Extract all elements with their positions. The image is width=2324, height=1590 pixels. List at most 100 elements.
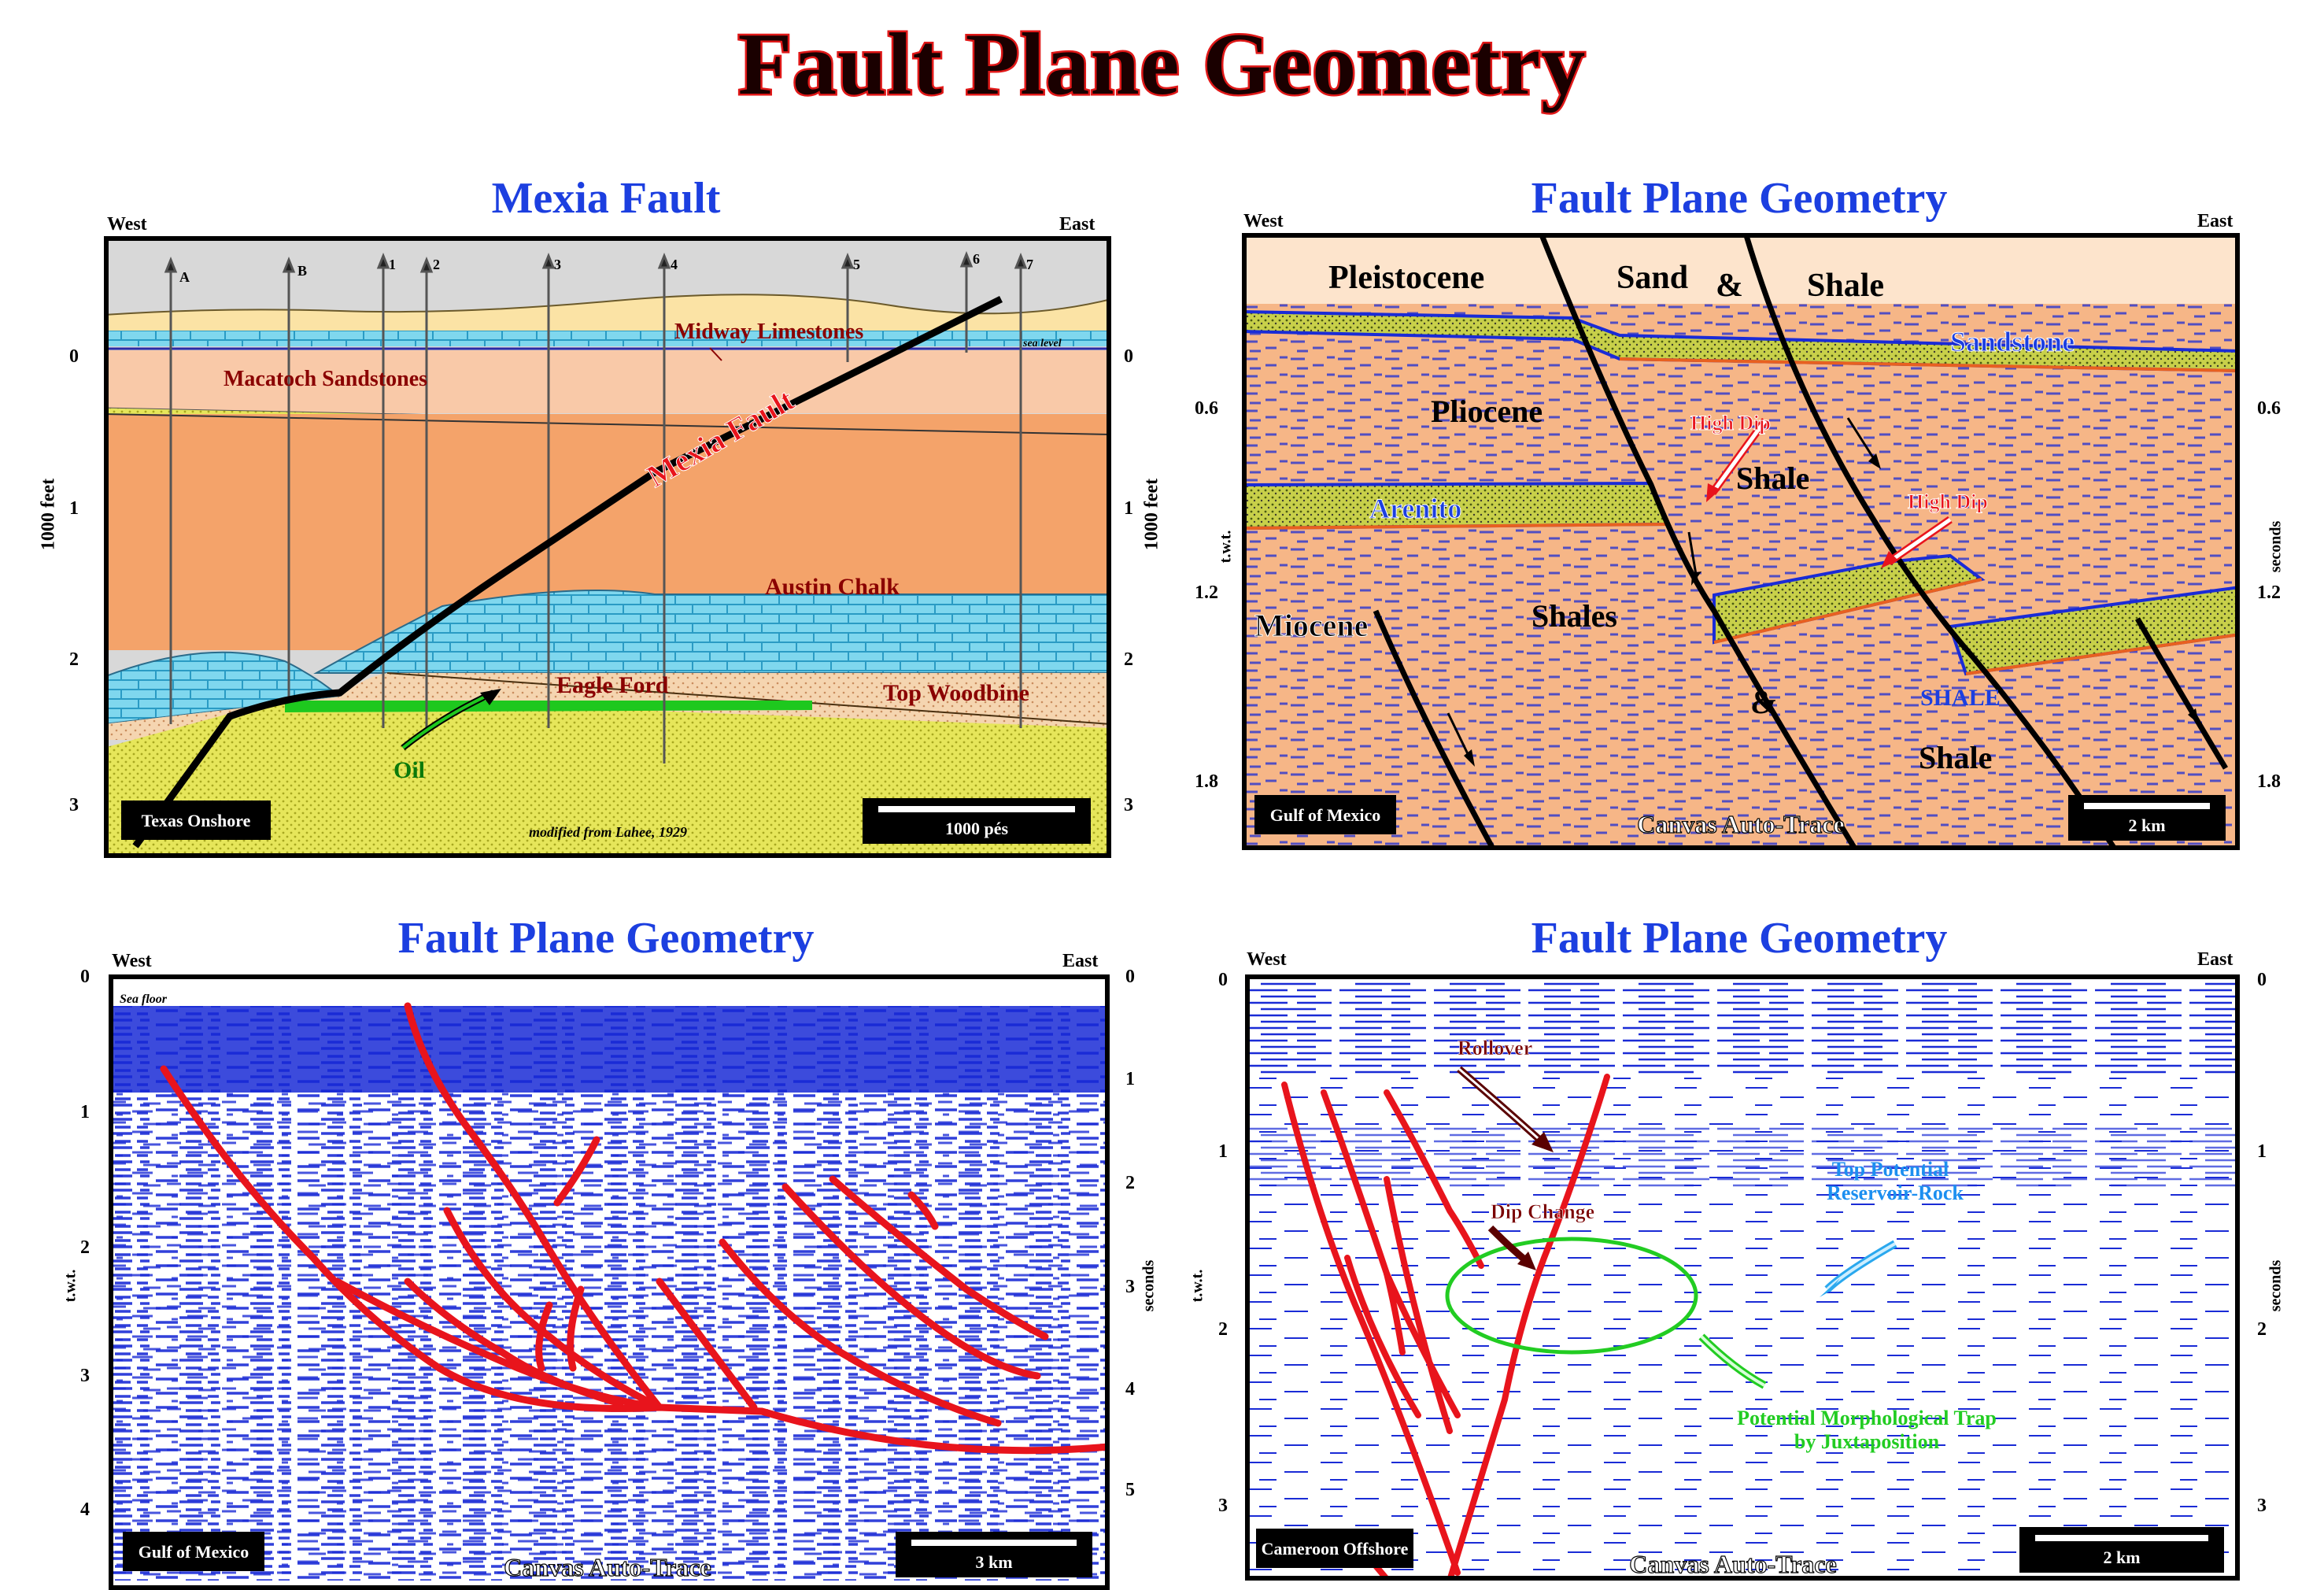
gulf1-label-miocene: Miocene	[1254, 608, 1368, 643]
gulf1-tick-left-0: 0.6	[1195, 398, 1218, 419]
gulf1-tick-right-1: 1.2	[2257, 582, 2281, 603]
cameroon-tick-left-0: 0	[1218, 970, 1228, 990]
mexia-cross-section: A B 1 2 3 4 5 6 7 Midway Limestones sea …	[104, 236, 1111, 858]
gulf2-tick-right-4: 4	[1125, 1379, 1135, 1400]
cameroon-west-label: West	[1247, 949, 1287, 970]
gulf2-tick-right-2: 2	[1125, 1173, 1135, 1193]
cameroon-tick-left-3: 3	[1218, 1496, 1228, 1516]
gulf1-label-pleistocene: Pleistocene	[1328, 260, 1484, 296]
gulf1-label-shales: Shales	[1531, 598, 1617, 634]
mexia-tick-left-2: 2	[69, 649, 79, 670]
mexia-well-6: 6	[973, 251, 980, 267]
mexia-scale: 1000 pés	[945, 819, 1009, 838]
mexia-label-macatoch: Macatoch Sandstones	[224, 367, 427, 391]
gulf1-left-axis-label: t.w.t.	[1217, 530, 1235, 564]
gulf1-label-shale-mid: Shale	[1736, 460, 1809, 496]
gulf1-label-pliocene: Pliocene	[1431, 394, 1543, 429]
gulf2-scale: 3 km	[975, 1552, 1012, 1572]
mexia-tick-right-0: 0	[1124, 346, 1133, 367]
gulf2-left-axis-label: t.w.t.	[61, 1269, 79, 1303]
gulf1-label-sand: Sand	[1616, 260, 1688, 296]
mexia-label-sea-level: sea level	[1022, 338, 1062, 349]
gulf1-credit: Canvas Auto-Trace	[1637, 810, 1844, 838]
cameroon-location: Cameroon Offshore	[1262, 1539, 1409, 1559]
cameroon-panel-title: Fault Plane Geometry	[1531, 914, 1948, 963]
mexia-right-axis-label: 1000 feet	[1141, 478, 1162, 551]
gulf2-location: Gulf of Mexico	[139, 1542, 249, 1562]
gulf2-tick-left-3: 3	[80, 1366, 90, 1386]
gulf1-east-label: East	[2197, 211, 2233, 231]
gulf2-panel-title: Fault Plane Geometry	[397, 914, 815, 963]
mexia-east-label: East	[1059, 214, 1095, 235]
gulf2-credit: Canvas Auto-Trace	[504, 1553, 711, 1581]
cameroon-east-label: East	[2197, 949, 2233, 970]
gulf2-tick-left-2: 2	[80, 1237, 90, 1258]
cameroon-right-axis-label: seconds	[2267, 1259, 2285, 1312]
gulf1-west-label: West	[1243, 211, 1284, 231]
mexia-location: Texas Onshore	[142, 811, 251, 830]
mexia-tick-right-1: 1	[1124, 498, 1133, 519]
gulf2-west-label: West	[112, 951, 152, 971]
mexia-well-4: 4	[671, 257, 678, 272]
gulf2-east-label: East	[1062, 951, 1099, 971]
gulf2-tick-left-1: 1	[80, 1102, 90, 1122]
mexia-well-7: 7	[1026, 257, 1033, 272]
gulf1-tick-right-2: 1.8	[2257, 771, 2281, 792]
mexia-well-B: B	[297, 263, 307, 279]
mexia-left-axis-label: 1000 feet	[38, 478, 59, 551]
gulf1-seismic-section: Pleistocene Sand & Shale Sandstone Plioc…	[1242, 233, 2240, 850]
cameroon-label-rollover: Rollover	[1458, 1037, 1532, 1059]
mexia-label-woodbine: Top Woodbine	[883, 680, 1029, 706]
gulf2-tick-right-1: 1	[1125, 1069, 1135, 1089]
gulf1-location: Gulf of Mexico	[1270, 805, 1381, 825]
cameroon-tick-right-2: 2	[2257, 1319, 2267, 1340]
gulf1-panel-title: Fault Plane Geometry	[1531, 174, 1948, 223]
mexia-west-label: West	[107, 214, 147, 235]
gulf1-label-shale-low: Shale	[1919, 740, 1992, 775]
gulf1-label-sandstone: Sandstone	[1950, 326, 2075, 357]
gulf2-sea-floor-label: Sea floor	[120, 993, 168, 1006]
mexia-well-5: 5	[853, 257, 860, 272]
mexia-label-oil: Oil	[393, 757, 425, 783]
gulf2-tick-right-5: 5	[1125, 1480, 1135, 1500]
mexia-tick-right-3: 3	[1124, 795, 1133, 815]
cameroon-label-reservoir-rock: Reservoir-Rock	[1827, 1181, 1964, 1204]
gulf1-label-amp2: &	[1750, 685, 1778, 721]
cameroon-scale: 2 km	[2103, 1547, 2140, 1567]
mexia-label-eagle: Eagle Ford	[556, 672, 669, 698]
cameroon-credit: Canvas Auto-Trace	[1629, 1550, 1836, 1578]
mexia-tick-left-3: 3	[69, 795, 79, 815]
cameroon-label-trap-2: by Juxtaposition	[1794, 1430, 1940, 1453]
gulf1-label-shale-top: Shale	[1807, 268, 1884, 304]
mexia-tick-left-0: 0	[69, 346, 79, 367]
gulf2-seismic-section: Sea floor Gulf of Mexico Canvas Auto-Tra…	[109, 974, 1110, 1590]
mexia-well-2: 2	[433, 257, 440, 272]
cameroon-tick-right-3: 3	[2257, 1496, 2267, 1516]
gulf1-label-shale-caps: SHALE	[1920, 685, 2001, 711]
gulf1-tick-left-1: 1.2	[1195, 582, 1218, 603]
mexia-tick-left-1: 1	[69, 498, 79, 519]
gulf1-right-axis-label: seconds	[2267, 520, 2285, 573]
cameroon-tick-left-1: 1	[1218, 1141, 1228, 1162]
mexia-panel-title: Mexia Fault	[491, 174, 721, 223]
gulf1-label-high-dip-1: High Dip	[1690, 412, 1771, 434]
gulf1-scale: 2 km	[2128, 815, 2165, 835]
mexia-tick-right-2: 2	[1124, 649, 1133, 670]
gulf2-tick-left-0: 0	[80, 967, 90, 987]
cameroon-label-dip-change: Dip Change	[1491, 1200, 1594, 1223]
cameroon-seismic-section: Rollover Dip Change Top Potential Reserv…	[1245, 974, 2240, 1581]
gulf2-tick-right-3: 3	[1125, 1277, 1135, 1297]
cameroon-tick-right-0: 0	[2257, 970, 2267, 990]
gulf2-tick-left-4: 4	[80, 1499, 90, 1520]
mexia-label-austin: Austin Chalk	[765, 574, 900, 600]
page-title: Fault Plane Geometry	[736, 14, 1587, 116]
gulf1-tick-left-2: 1.8	[1195, 771, 1218, 792]
gulf1-tick-right-0: 0.6	[2257, 398, 2281, 419]
mexia-well-1: 1	[389, 257, 396, 272]
gulf1-label-amp1: &	[1716, 268, 1743, 304]
mexia-well-A: A	[179, 269, 190, 285]
cameroon-label-trap-1: Potential Morphological Trap	[1737, 1407, 1997, 1429]
mexia-label-midway: Midway Limestones	[674, 320, 863, 344]
cameroon-left-axis-label: t.w.t.	[1188, 1269, 1206, 1303]
mexia-well-3: 3	[554, 257, 561, 272]
